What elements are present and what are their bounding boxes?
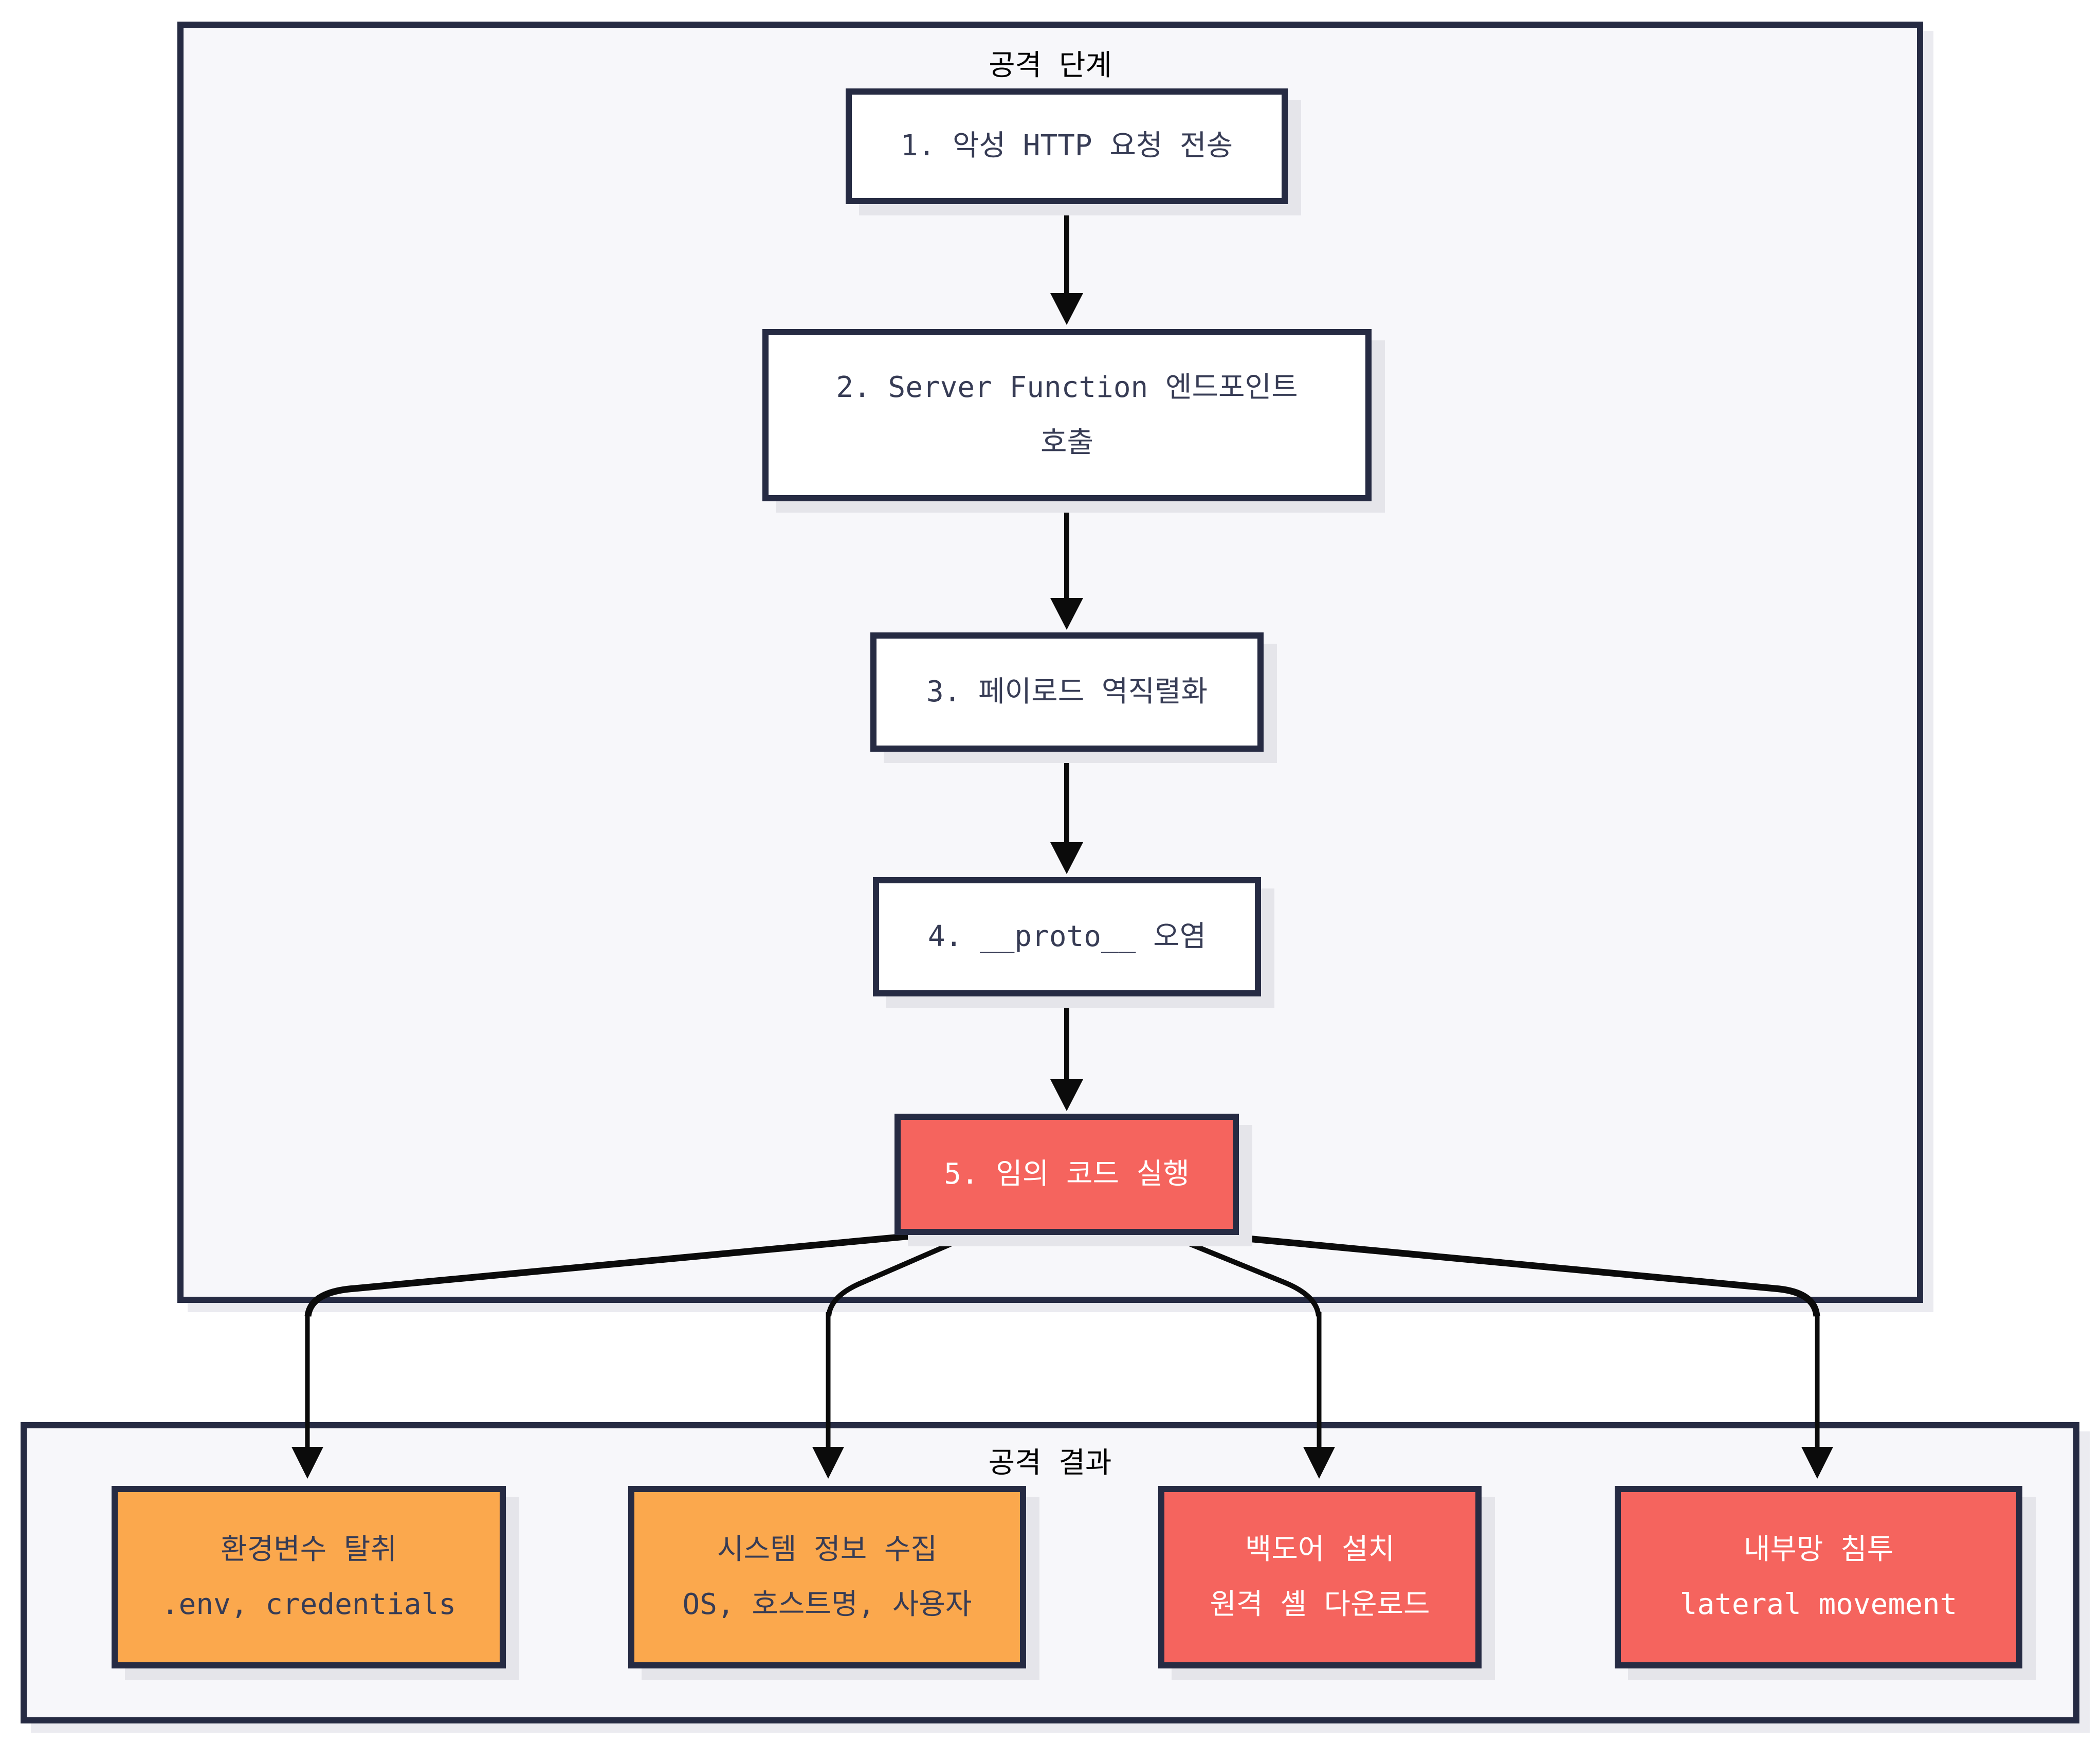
node-label-line1: 백도어 설치: [1245, 1533, 1395, 1567]
cluster-attack-stages-title: 공격 단계: [989, 49, 1112, 82]
node-label: 5. 임의 코드 실행: [944, 1157, 1190, 1191]
node-label: 3. 페이로드 역직렬화: [926, 675, 1208, 709]
cluster-attack-results-title: 공격 결과: [988, 1446, 1112, 1480]
node-label-line2: 원격 셸 다운로드: [1210, 1587, 1430, 1621]
node-label: 4. __proto__ 오염: [927, 919, 1207, 953]
node-result-env-credential-theft: 환경변수 탈취 .env, credentials: [112, 1486, 506, 1668]
node-result-backdoor-install: 백도어 설치 원격 셸 다운로드: [1158, 1486, 1482, 1668]
node-step2-server-function-endpoint-call: 2. Server Function 엔드포인트 호출: [762, 329, 1372, 501]
node-label: 1. 악성 HTTP 요청 전송: [900, 129, 1233, 163]
node-label-line2: lateral movement: [1679, 1587, 1958, 1621]
node-label-line2: 호출: [1040, 425, 1094, 459]
node-label-line1: 환경변수 탈취: [221, 1533, 397, 1567]
node-step4-proto-pollution: 4. __proto__ 오염: [873, 877, 1261, 996]
node-result-internal-network-penetration: 내부망 침투 lateral movement: [1615, 1486, 2022, 1668]
node-label-line1: 시스템 정보 수집: [717, 1533, 938, 1567]
node-label-line1: 내부망 침투: [1743, 1533, 1894, 1567]
node-label-line2: .env, credentials: [161, 1587, 456, 1621]
node-result-system-info-collection: 시스템 정보 수집 OS, 호스트명, 사용자: [628, 1486, 1026, 1668]
node-label-line1: 2. Server Function 엔드포인트: [836, 371, 1298, 405]
node-label-line2: OS, 호스트명, 사용자: [682, 1587, 972, 1621]
node-step5-arbitrary-code-execution: 5. 임의 코드 실행: [894, 1114, 1239, 1235]
node-step3-payload-deserialization: 3. 페이로드 역직렬화: [870, 632, 1264, 752]
node-step1-malicious-http-request: 1. 악성 HTTP 요청 전송: [846, 88, 1288, 204]
